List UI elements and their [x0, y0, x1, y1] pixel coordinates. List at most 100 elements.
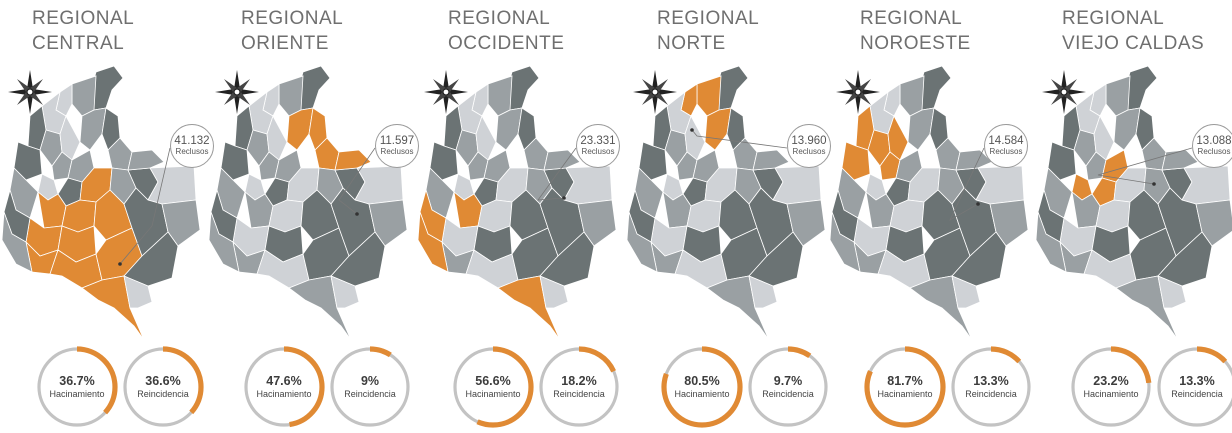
reincidencia-gauge: 18.2%Reincidencia [538, 346, 620, 428]
reincidencia-gauge: 13.3%Reincidencia [1156, 346, 1232, 428]
reincidencia-value: 9% [360, 374, 380, 388]
reincidencia-value: 13.3% [973, 374, 1009, 388]
reincidencia-gauge-fill [122, 346, 204, 428]
hacinamiento-gauge: 56.6%Hacinamiento [452, 346, 534, 428]
map-region [706, 275, 770, 340]
region-title-line: REGIONAL [241, 8, 344, 29]
hacinamiento-gauge-fill [1070, 346, 1152, 428]
map-region-highlighted [696, 75, 722, 117]
region-title: REGIONAL OCCIDENTE [448, 6, 564, 56]
compass-rose-icon [633, 70, 677, 114]
region-name: ORIENTE [241, 33, 329, 54]
hacinamiento-gauge-fill [452, 346, 534, 428]
region-title-line: REGIONAL [1062, 8, 1165, 29]
region-name: OCCIDENTE [448, 33, 565, 54]
region-title-line: REGIONAL [448, 8, 551, 29]
hacinamiento-label: Hacinamiento [465, 389, 521, 399]
map-region [123, 275, 153, 309]
hacinamiento-gauge-fill [243, 346, 325, 428]
reincidencia-label: Reincidencia [965, 389, 1017, 399]
hacinamiento-value: 80.5% [684, 374, 720, 388]
callout-leader-line [537, 147, 577, 201]
map-region [786, 199, 826, 247]
map-region [539, 275, 569, 309]
hacinamiento-value: 47.6% [266, 374, 302, 388]
map-region [475, 114, 497, 161]
reincidencia-value: 9.7% [773, 374, 803, 388]
map-region [1115, 275, 1179, 340]
reclusos-count: 13.088 [1196, 135, 1232, 147]
colombia-map [209, 65, 408, 340]
callout-leader-line [338, 147, 376, 215]
map-region [748, 275, 778, 309]
region-title-line: REGIONAL [657, 8, 760, 29]
map-region [2, 211, 33, 273]
callout-leader-line [691, 129, 788, 149]
region-name: CENTRAL [32, 33, 125, 54]
reincidencia-gauge-fill [329, 346, 411, 428]
reincidencia-value: 13.3% [1179, 374, 1215, 388]
callout-leader-line [1097, 147, 1193, 185]
map-region [627, 211, 658, 273]
reclusos-count: 11.597 [379, 135, 415, 147]
map-region [266, 114, 288, 161]
map-region [517, 107, 537, 151]
reclusos-count: 13.960 [791, 135, 827, 147]
map-region [278, 75, 304, 117]
map-point [355, 212, 359, 216]
map-region [577, 199, 617, 247]
map-region [1105, 75, 1131, 117]
map-region [1036, 211, 1067, 273]
map-region [487, 75, 513, 117]
map-region [1157, 275, 1187, 309]
compass-rose-icon [836, 70, 880, 114]
reincidencia-gauge-fill [747, 346, 829, 428]
map-region [929, 107, 949, 151]
map-region-highlighted [887, 114, 909, 161]
map-region [1195, 199, 1232, 247]
colombia-map [2, 65, 201, 340]
reincidencia-value: 18.2% [561, 374, 597, 388]
region-title-line: REGIONAL [860, 8, 963, 29]
reincidencia-gauge: 13.3%Reincidencia [950, 346, 1032, 428]
map-region [368, 199, 408, 247]
reclusos-count: 14.584 [988, 135, 1024, 147]
reincidencia-label: Reincidencia [137, 389, 189, 399]
hacinamiento-gauge: 47.6%Hacinamiento [243, 346, 325, 428]
map-region-highlighted [308, 107, 328, 151]
region-title: REGIONAL ORIENTE [241, 6, 343, 56]
hacinamiento-gauge: 23.2%Hacinamiento [1070, 346, 1152, 428]
reincidencia-gauge: 36.6%Reincidencia [122, 346, 204, 428]
hacinamiento-label: Hacinamiento [256, 389, 312, 399]
colombia-map [418, 65, 617, 340]
hacinamiento-value: 23.2% [1093, 374, 1129, 388]
reclusos-unit: Reclusos [1197, 147, 1231, 156]
compass-rose-icon [1042, 70, 1086, 114]
region-title: REGIONAL CENTRAL [32, 6, 134, 56]
compass-rose-icon [424, 70, 468, 114]
reincidencia-gauge: 9%Reincidencia [329, 346, 411, 428]
map-region [161, 199, 201, 247]
map-region [955, 149, 993, 171]
region-title-line: REGIONAL [32, 8, 135, 29]
hacinamiento-value: 36.7% [59, 374, 95, 388]
reclusos-unit: Reclusos [989, 147, 1023, 156]
map-region [752, 149, 790, 171]
hacinamiento-gauge-fill [36, 346, 118, 428]
region-name: VIEJO CALDAS [1062, 33, 1205, 54]
hacinamiento-gauge: 36.7%Hacinamiento [36, 346, 118, 428]
map-region [951, 275, 981, 309]
map-region [127, 149, 165, 171]
reincidencia-label: Reincidencia [344, 389, 396, 399]
map-region [899, 75, 925, 117]
hacinamiento-gauge-fill [864, 346, 946, 428]
